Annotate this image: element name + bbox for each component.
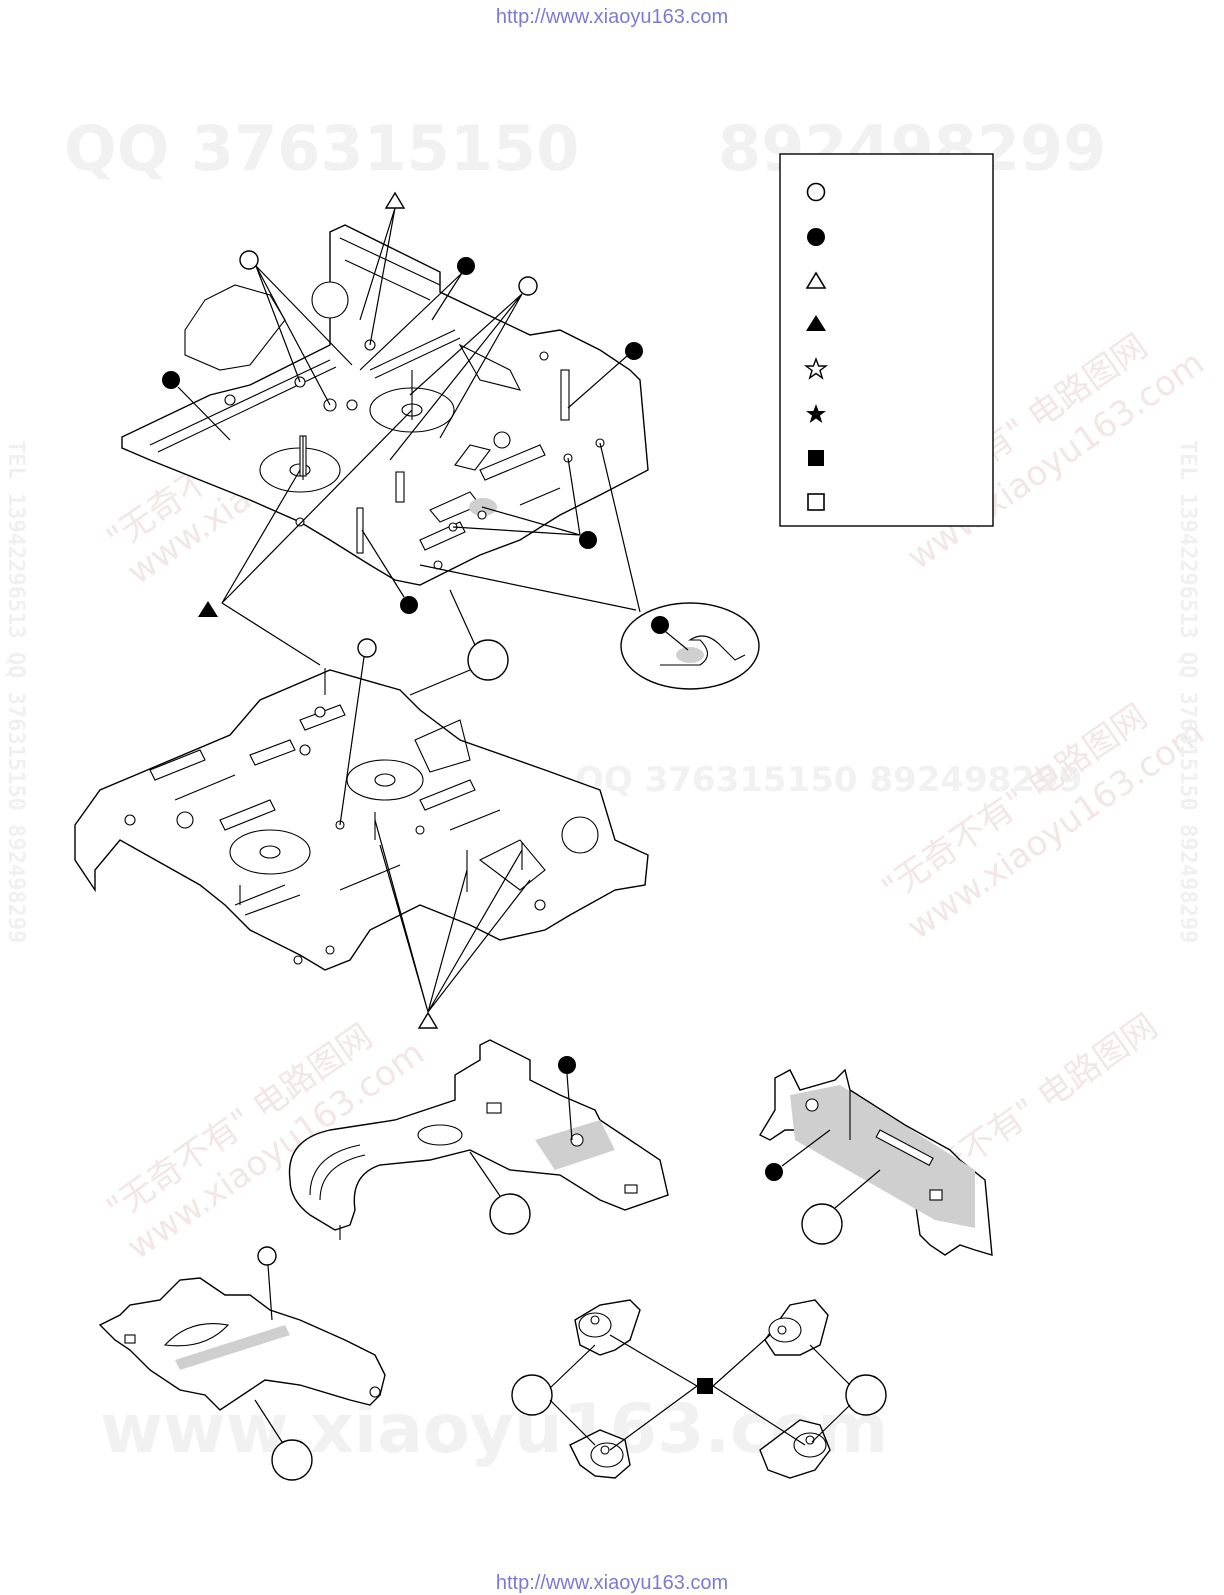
- filled-triangle-icon: [806, 315, 826, 331]
- bottom-plate: [98, 1246, 386, 1481]
- arm-plate: [288, 1039, 669, 1240]
- open-circle-icon: [806, 182, 826, 202]
- header-url[interactable]: http://www.xiaoyu163.com: [495, 6, 729, 28]
- detail-callout: [620, 602, 760, 690]
- part-reference-circle: [467, 639, 509, 681]
- part-reference-circle: [511, 1374, 553, 1416]
- filled-circle-icon: [457, 257, 475, 275]
- roller-assemblies: [511, 1299, 887, 1479]
- upper-callouts: [162, 191, 643, 666]
- filled-triangle-icon: [198, 601, 218, 617]
- filled-square-icon: [697, 1378, 713, 1394]
- open-triangle-icon: [805, 271, 827, 289]
- part-reference-circle: [801, 1203, 843, 1245]
- filled-square-icon: [808, 450, 824, 466]
- open-circle-icon: [257, 1246, 277, 1266]
- watermark-qq: QQ 376315150: [64, 112, 580, 185]
- watermark-mid: QQ 376315150 892498299: [575, 760, 1083, 800]
- legend-box: [779, 153, 994, 527]
- filled-circle-icon: [162, 371, 180, 389]
- filled-circle-icon: [651, 616, 669, 634]
- filled-circle-icon: [765, 1163, 783, 1181]
- open-square-icon: [807, 493, 825, 511]
- filled-circle-icon: [558, 1056, 576, 1074]
- upper-chassis: [121, 224, 649, 586]
- filled-circle-icon: [400, 596, 418, 614]
- filled-circle-icon: [807, 228, 825, 246]
- filled-circle-icon: [625, 342, 643, 360]
- open-star-icon: [803, 356, 829, 380]
- lower-chassis: [74, 668, 649, 971]
- part-reference-circle: [271, 1439, 313, 1481]
- part-reference-circle: [845, 1374, 887, 1416]
- filled-star-icon: [806, 404, 826, 423]
- open-circle-icon: [518, 276, 538, 296]
- lower-callouts: [339, 638, 531, 1029]
- long-bracket: [759, 1068, 993, 1256]
- open-circle-icon: [239, 250, 259, 270]
- open-circle-icon: [357, 638, 377, 658]
- part-reference-circle: [489, 1193, 531, 1235]
- open-triangle-icon: [417, 1011, 439, 1029]
- open-triangle-icon: [384, 191, 406, 209]
- filled-circle-icon: [579, 531, 597, 549]
